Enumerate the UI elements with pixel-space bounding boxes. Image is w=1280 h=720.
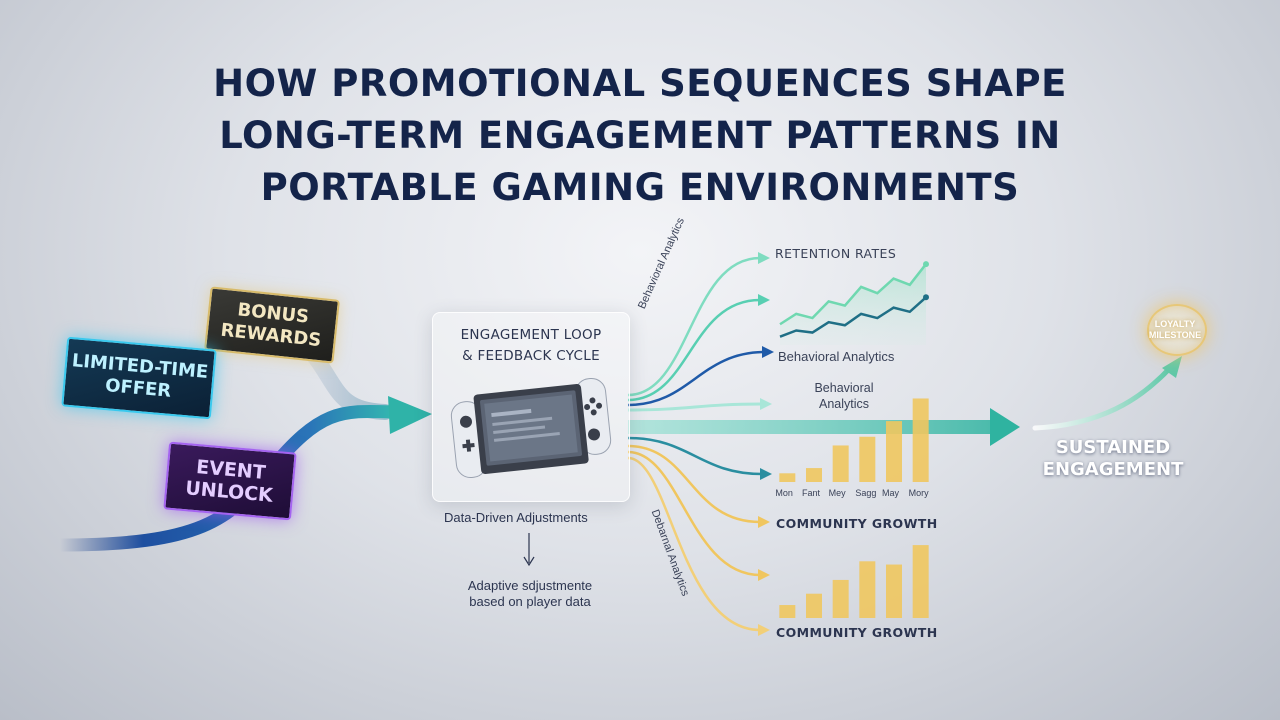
milestone-line-2: MILESTONE bbox=[1148, 330, 1202, 340]
bonus-rewards-tag: BONUS REWARDS bbox=[204, 286, 340, 364]
analytics-bar-2 bbox=[832, 445, 849, 482]
community-bar-1 bbox=[806, 593, 822, 618]
retention-series-0-end-point bbox=[923, 261, 929, 268]
analytics-bar-5 bbox=[912, 398, 929, 482]
retention-series-0 bbox=[779, 263, 927, 326]
retention-chart bbox=[779, 261, 929, 345]
engagement-loop-title: ENGAGEMENT LOOP & FEEDBACK CYCLE bbox=[433, 325, 629, 367]
analytics-bar-0 bbox=[779, 473, 796, 482]
handheld-console-icon bbox=[450, 377, 612, 479]
sustained-line-1: SUSTAINED bbox=[1055, 437, 1171, 458]
engagement-loop-panel: ENGAGEMENT LOOP & FEEDBACK CYCLE bbox=[432, 312, 630, 502]
title-line-3: PORTABLE GAMING ENVIRONMENTS bbox=[260, 166, 1020, 209]
main-beam-arrow-head bbox=[990, 408, 1020, 446]
analytics-bar-chart bbox=[779, 398, 929, 482]
milestone-arrow bbox=[1032, 365, 1173, 431]
sustained-engagement-label: SUSTAINED ENGAGEMENT bbox=[1028, 437, 1198, 481]
community-bar-5 bbox=[912, 545, 929, 618]
adaptive-adjustment-label: Adaptive sdjustmente based on player dat… bbox=[440, 578, 620, 610]
loop-title-line-2: & FEEDBACK CYCLE bbox=[462, 348, 600, 364]
analytics-bar-3 bbox=[859, 436, 876, 482]
event-unlock-tag: EVENT UNLOCK bbox=[163, 441, 297, 521]
limited-time-offer-tag: LIMITED-TIME OFFER bbox=[61, 336, 217, 420]
behavioral-2-line-2: Analytics bbox=[818, 397, 870, 411]
behavioral-analytics-label-2: Behavioral Analytics bbox=[806, 380, 882, 412]
title-line-2: LONG-TERM ENGAGEMENT PATTERNS IN bbox=[219, 114, 1061, 157]
community-bar-chart bbox=[779, 545, 929, 618]
milestone-line-1: LOYALTY bbox=[1154, 319, 1196, 329]
retention-series-1-end-point bbox=[923, 294, 929, 301]
community-bar-3 bbox=[859, 561, 876, 618]
loyalty-milestone-badge-icon bbox=[1147, 304, 1207, 356]
data-driven-adjustments-label: Data-Driven Adjustments bbox=[444, 510, 588, 525]
analytics-bar-4 bbox=[886, 421, 902, 482]
adaptive-line-2: based on player data bbox=[469, 594, 591, 609]
retention-series-1 bbox=[779, 296, 927, 338]
community-bar-0 bbox=[779, 605, 796, 618]
down-arrow-icon bbox=[523, 533, 535, 567]
month-label-2: Mey bbox=[828, 488, 846, 498]
behavioral-analytics-label-1: Behavioral Analytics bbox=[778, 349, 895, 364]
incoming-arrow-head bbox=[388, 396, 432, 434]
month-label-5: Mory bbox=[908, 488, 929, 498]
loop-title-line-1: ENGAGEMENT LOOP bbox=[460, 327, 602, 343]
community-bar-2 bbox=[832, 579, 849, 618]
behavioral-2-line-1: Behavioral bbox=[814, 381, 874, 395]
community-bar-4 bbox=[886, 564, 902, 618]
sustained-line-2: ENGAGEMENT bbox=[1042, 459, 1184, 480]
retention-area bbox=[780, 264, 926, 345]
retention-rates-label: RETENTION RATES bbox=[775, 246, 897, 261]
title-line-1: HOW PROMOTIONAL SEQUENCES SHAPE bbox=[213, 62, 1067, 105]
page-title: HOW PROMOTIONAL SEQUENCES SHAPE LONG-TER… bbox=[0, 58, 1280, 214]
month-label-0: Mon bbox=[775, 488, 793, 498]
community-growth-label-2: COMMUNITY GROWTH bbox=[776, 625, 938, 640]
month-label-1: Fant bbox=[802, 488, 821, 498]
analytics-bar-1 bbox=[806, 468, 822, 482]
community-growth-label-1: COMMUNITY GROWTH bbox=[776, 516, 938, 531]
loyalty-milestone-label: LOYALTY MILESTONE bbox=[1140, 306, 1210, 352]
adaptive-line-1: Adaptive sdjustmente bbox=[467, 578, 593, 593]
month-label-4: May bbox=[882, 488, 900, 498]
month-label-3: Sagg bbox=[855, 488, 877, 498]
main-beam bbox=[628, 420, 998, 434]
